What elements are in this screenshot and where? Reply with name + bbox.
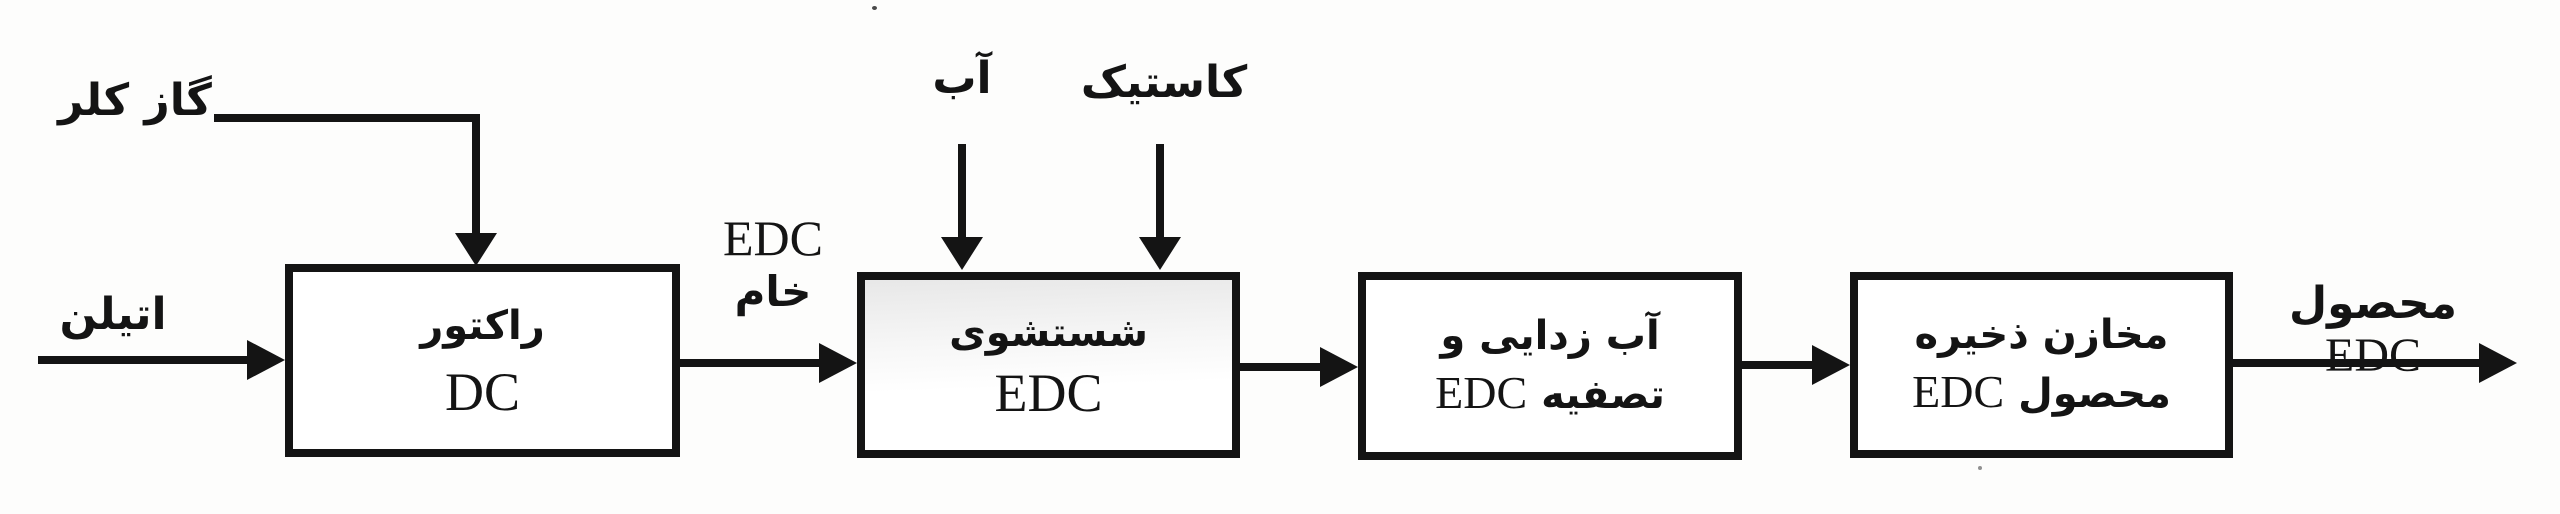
washing-purification-arrowhead-icon: [1320, 347, 1358, 387]
raw-edc-label-line1: EDC: [723, 210, 823, 266]
water-label: آب: [932, 53, 992, 104]
product-label: محصول EDC: [2238, 278, 2508, 383]
storage-box-label-fa: محصول: [2018, 371, 2171, 417]
water-line: [958, 144, 966, 238]
ethylene-label: اتیلن: [59, 289, 167, 340]
purification-box-label-line1: آب زدایی و: [1440, 313, 1660, 359]
chlorine-label: گاز کلر: [58, 75, 212, 126]
purification-box-label-fa: تصفیه: [1541, 372, 1665, 418]
storage-box: مخازن ذخیره محصول EDC: [1850, 272, 2233, 458]
ethylene-arrowhead-icon: [247, 340, 285, 380]
reactor-box-label-latin: DC: [444, 361, 520, 422]
reactor-box: راکتور DC: [285, 264, 680, 457]
storage-box-label-line1: مخازن ذخیره: [1914, 312, 2169, 358]
washing-box-label-fa: شستشوی: [949, 310, 1148, 356]
product-label-fa: محصول: [2288, 278, 2458, 329]
product-arrowhead-icon: [2479, 343, 2517, 383]
reactor-box-label-fa: راکتور: [420, 302, 545, 349]
raw-edc-line: [680, 359, 823, 367]
chlorine-arrowhead-icon: [455, 233, 497, 266]
purification-storage-arrowhead-icon: [1812, 345, 1850, 385]
washing-box: شستشوی EDC: [857, 272, 1240, 458]
purification-box-label-line2: تصفیه EDC: [1435, 366, 1665, 422]
caustic-label: کاستیک: [1080, 57, 1248, 108]
purification-storage-line: [1742, 361, 1814, 369]
water-arrowhead-icon: [941, 237, 983, 270]
raw-edc-label-line2: خام: [734, 267, 812, 316]
product-label-latin: EDC: [2325, 329, 2421, 382]
washing-purification-line: [1240, 363, 1322, 371]
storage-box-label-latin: EDC: [1912, 366, 2005, 417]
scan-artifact-dot-top: [872, 6, 877, 10]
storage-box-label-line2: محصول EDC: [1912, 365, 2171, 421]
raw-edc-label: EDC خام: [703, 212, 843, 320]
product-line: [2231, 359, 2481, 367]
raw-edc-arrowhead-icon: [819, 343, 857, 383]
caustic-line: [1156, 144, 1164, 238]
ethylene-line: [38, 356, 251, 364]
washing-box-label-latin: EDC: [994, 363, 1103, 423]
chlorine-line-vertical: [472, 114, 480, 236]
purification-box: آب زدایی و تصفیه EDC: [1358, 272, 1742, 460]
caustic-arrowhead-icon: [1139, 237, 1181, 270]
purification-box-label-latin: EDC: [1435, 367, 1528, 418]
chlorine-line-horizontal: [214, 114, 480, 122]
scan-artifact-dot-bottom: [1978, 466, 1982, 470]
